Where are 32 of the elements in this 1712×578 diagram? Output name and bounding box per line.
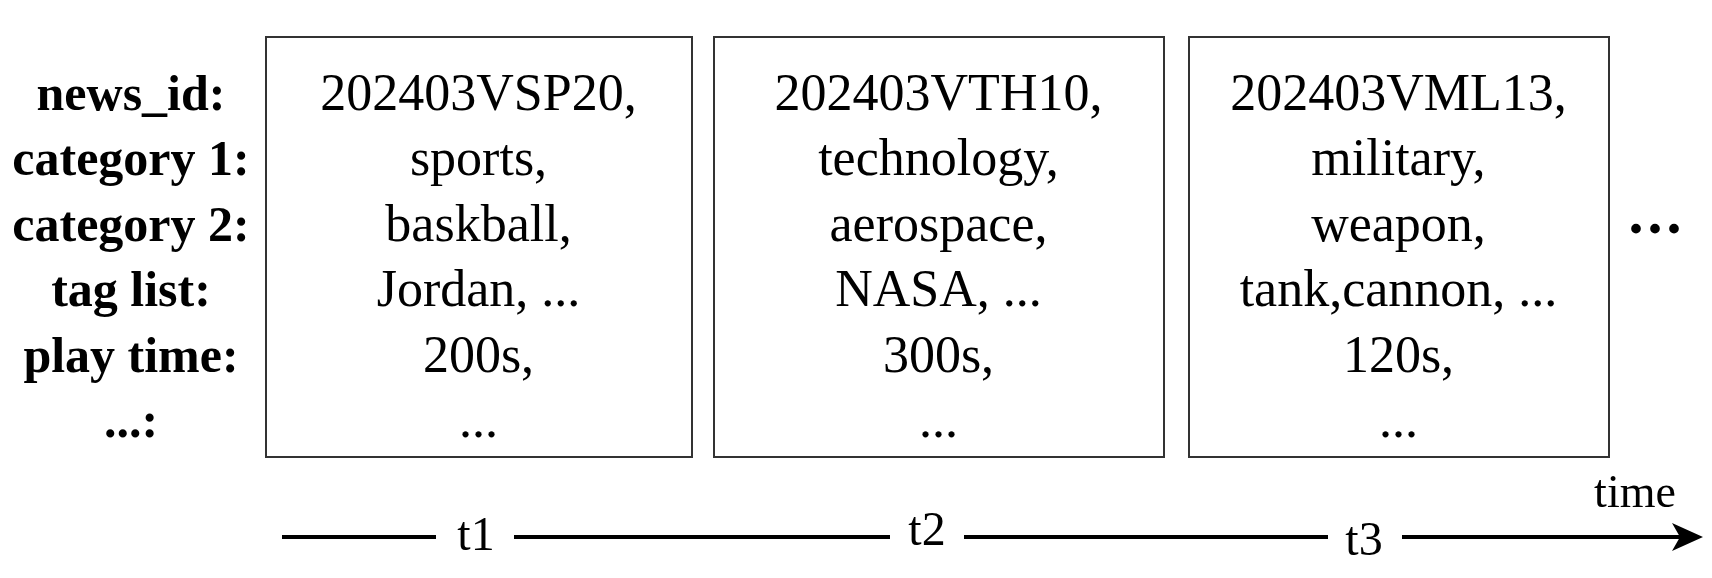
time-point-label: t2 [908, 502, 946, 556]
ellipsis: ... [1628, 180, 1686, 248]
field-label: tag list: [51, 261, 211, 317]
record-box [1188, 36, 1610, 458]
time-point-label: t1 [457, 507, 495, 561]
field-label: play time: [23, 327, 239, 383]
axis-label: time [1594, 466, 1676, 518]
field-value: 200s, [422, 325, 535, 384]
field-label: category 1: [12, 130, 250, 186]
field-value: weapon, [1311, 194, 1486, 253]
field-label: category 2: [12, 196, 250, 252]
field-value: NASA, ... [835, 259, 1042, 318]
field-value: 300s, [882, 325, 995, 384]
field-value: baskball, [385, 194, 572, 253]
field-value: aerospace, [829, 194, 1048, 253]
field-value: technology, [818, 128, 1059, 187]
record-box [265, 36, 693, 458]
field-label: news_id: [36, 65, 226, 121]
field-value: 120s, [1342, 325, 1455, 384]
field-value: ... [459, 390, 498, 449]
field-value: 202403VSP20, [320, 63, 637, 122]
field-label: ...: [103, 392, 159, 448]
field-value: Jordan, ... [376, 259, 581, 318]
field-value: ... [1379, 390, 1418, 449]
field-value: 202403VTH10, [774, 63, 1103, 122]
field-value: military, [1311, 128, 1486, 187]
record-box [713, 36, 1165, 458]
field-value: sports, [409, 128, 548, 187]
field-value: 202403VML13, [1230, 63, 1567, 122]
field-value: tank,cannon, ... [1239, 259, 1558, 318]
field-value: ... [919, 390, 958, 449]
time-point-label: t3 [1345, 512, 1383, 566]
